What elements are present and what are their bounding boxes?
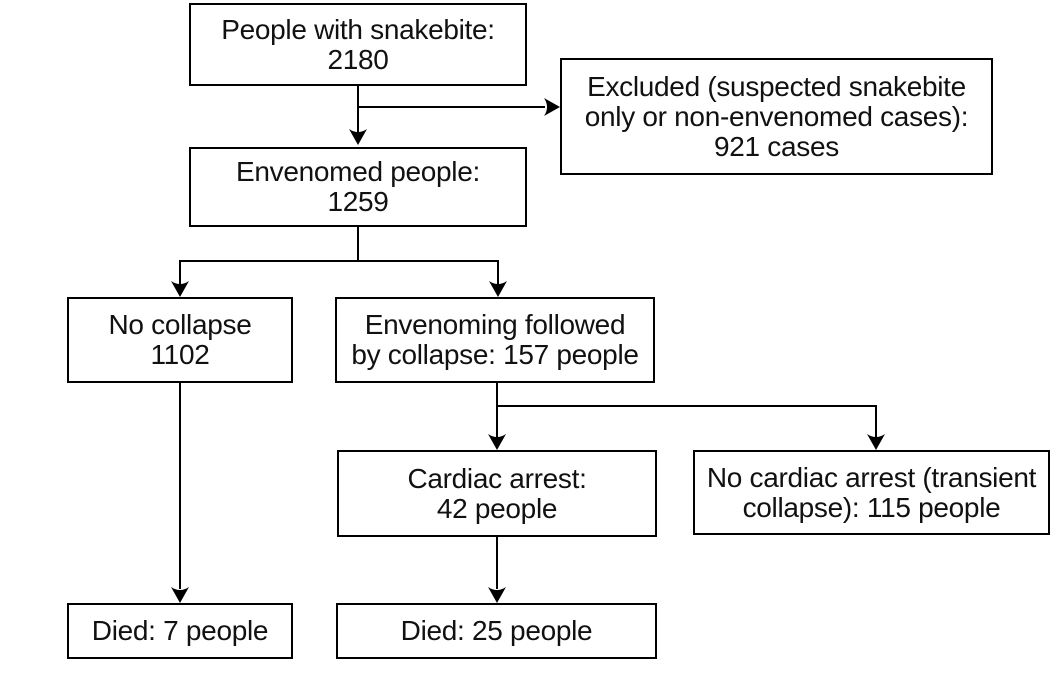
node-label-line: Cardiac arrest: bbox=[407, 462, 587, 494]
connector-cardiac-to-died bbox=[496, 537, 498, 589]
connector-collapse-split bbox=[496, 405, 877, 407]
node-label-line: by collapse: 157 people bbox=[351, 339, 639, 370]
node-label-line: only or non-envenomed cases): bbox=[584, 100, 969, 132]
node-value: 921 cases bbox=[714, 130, 839, 162]
arrowhead-down-envenomed bbox=[349, 129, 367, 145]
connector-to-no-cardiac-arrest bbox=[875, 405, 877, 437]
node-value: 1259 bbox=[327, 186, 389, 217]
node-no-cardiac-arrest: No cardiac arrest (transient collapse): … bbox=[693, 450, 1050, 535]
node-people-with-snakebite: People with snakebite: 2180 bbox=[189, 3, 527, 86]
node-no-collapse: No collapse 1102 bbox=[67, 297, 293, 383]
arrowhead-right-excluded bbox=[544, 98, 560, 116]
arrowhead-down-collapse bbox=[489, 281, 507, 297]
node-label-line: People with snakebite: bbox=[221, 13, 495, 45]
node-value: 2180 bbox=[327, 43, 389, 75]
connector-snakebite-to-excluded bbox=[357, 106, 545, 108]
node-label-line: No cardiac arrest (transient bbox=[706, 461, 1037, 493]
connector-to-no-collapse bbox=[179, 260, 181, 284]
arrowhead-down-no-cardiac-arrest bbox=[867, 434, 885, 450]
arrowhead-down-died-7 bbox=[171, 587, 189, 603]
node-label-line: No collapse bbox=[108, 309, 252, 340]
node-label-line: Envenoming followed bbox=[364, 309, 626, 340]
node-label-line: Envenomed people: bbox=[236, 156, 480, 187]
connector-snakebite-to-envenomed bbox=[357, 86, 359, 132]
connector-envenomed-split bbox=[179, 260, 499, 262]
node-label-line: Excluded (suspected snakebite bbox=[587, 70, 966, 102]
node-excluded: Excluded (suspected snakebite only or no… bbox=[560, 58, 993, 175]
connector-collapse-stem bbox=[496, 383, 498, 407]
arrowhead-down-died-25 bbox=[488, 587, 506, 603]
node-died-cardiac-arrest: Died: 25 people bbox=[336, 603, 657, 659]
node-label-line: collapse): 115 people bbox=[742, 491, 1001, 523]
node-envenomed-people: Envenomed people: 1259 bbox=[189, 147, 527, 227]
connector-to-cardiac-arrest bbox=[496, 405, 498, 437]
connector-to-collapse bbox=[497, 260, 499, 284]
node-cardiac-arrest: Cardiac arrest: 42 people bbox=[337, 450, 657, 537]
node-value: 42 people bbox=[436, 492, 558, 524]
connector-no-collapse-to-died bbox=[179, 383, 181, 589]
arrowhead-down-no-collapse bbox=[171, 281, 189, 297]
node-value: Died: 7 people bbox=[91, 615, 269, 646]
connector-envenomed-stem bbox=[357, 227, 359, 262]
arrowhead-down-cardiac-arrest bbox=[488, 434, 506, 450]
node-value: 1102 bbox=[150, 339, 210, 370]
node-died-no-collapse: Died: 7 people bbox=[67, 603, 293, 659]
node-envenoming-collapse: Envenoming followed by collapse: 157 peo… bbox=[335, 297, 655, 383]
node-value: Died: 25 people bbox=[400, 615, 593, 646]
